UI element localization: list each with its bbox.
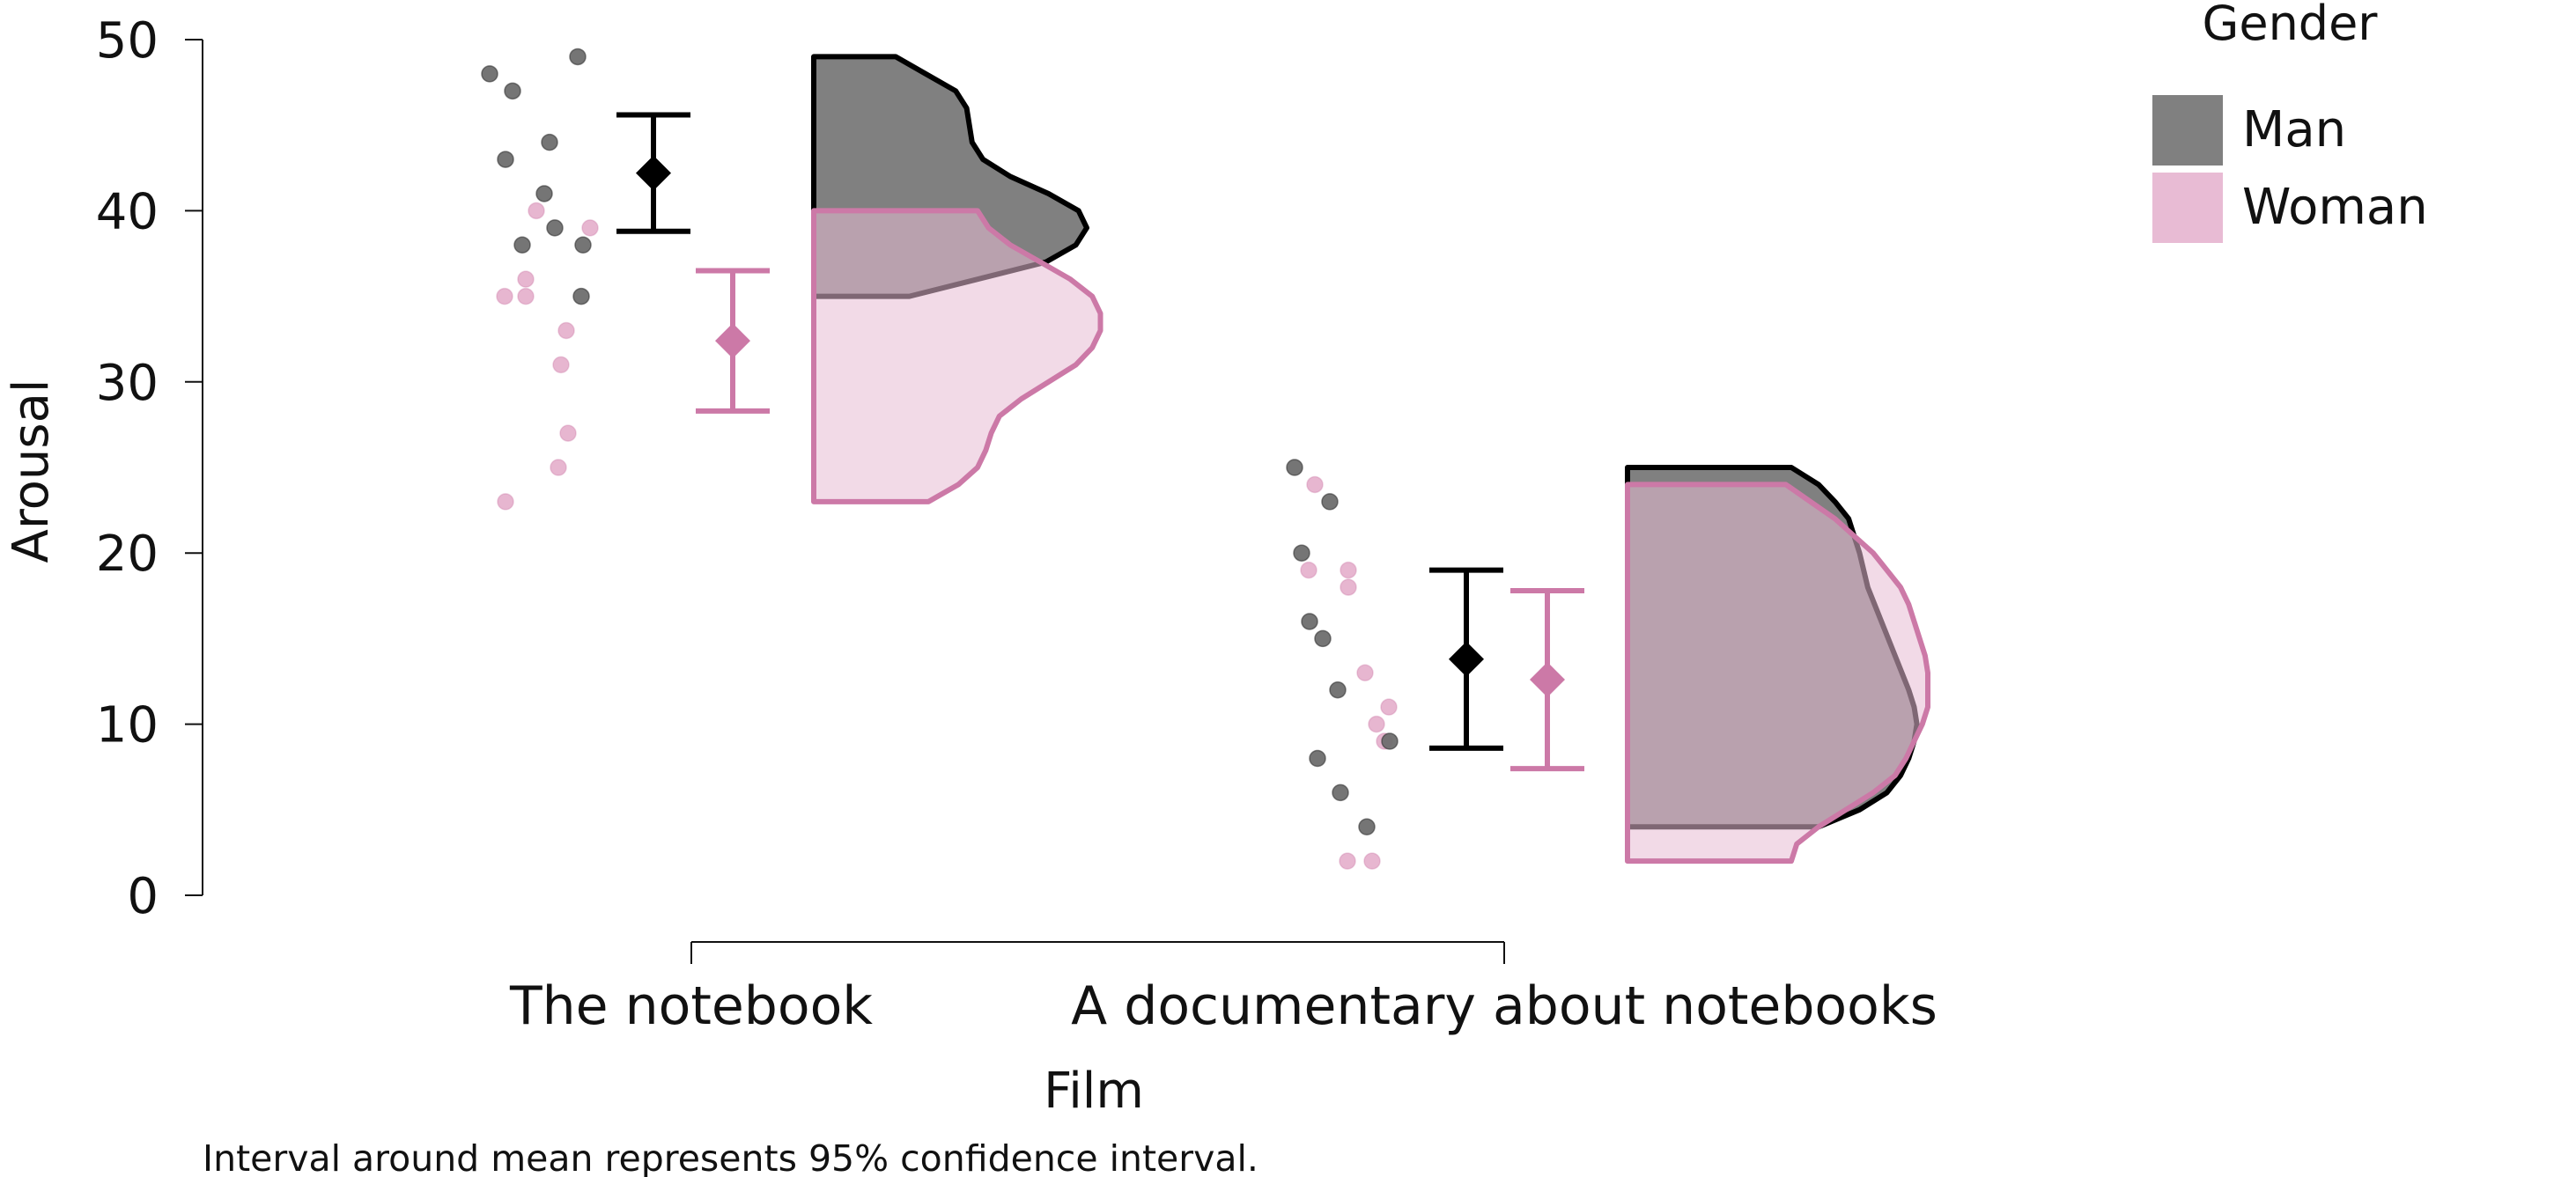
- data-point-man: [1301, 613, 1318, 630]
- data-point-man: [1321, 493, 1339, 511]
- data-point-woman: [497, 493, 514, 511]
- data-point-man: [541, 133, 558, 151]
- x-axis-label: Film: [1044, 1063, 1144, 1120]
- data-point-man: [572, 287, 590, 305]
- legend-swatch-man: [2152, 95, 2223, 166]
- data-point-woman: [1380, 698, 1398, 716]
- data-point-man: [513, 236, 531, 254]
- data-point-woman: [517, 270, 535, 288]
- data-point-man: [1286, 459, 1303, 476]
- data-point-woman: [1339, 852, 1356, 870]
- mean-marker-woman: [1530, 662, 1565, 698]
- data-point-woman: [1363, 852, 1381, 870]
- mean-marker-man: [1449, 641, 1484, 677]
- data-point-woman: [517, 287, 535, 305]
- data-point-woman: [557, 321, 575, 340]
- data-point-man: [1381, 732, 1399, 750]
- data-point-man: [481, 65, 498, 83]
- density-clouds: [811, 54, 1930, 864]
- y-tick-label: 30: [96, 355, 159, 412]
- x-axis: The notebook A documentary about notebook…: [509, 941, 1938, 1037]
- data-point-man: [535, 185, 553, 202]
- data-point-man: [497, 151, 514, 168]
- legend-label-woman: Woman: [2242, 179, 2428, 236]
- legend: Gender Man Woman: [2152, 0, 2428, 243]
- data-point-woman: [1306, 475, 1324, 494]
- data-point-woman: [581, 219, 599, 237]
- legend-swatch-woman: [2152, 173, 2223, 243]
- chart-note: Interval around mean represents 95% conf…: [203, 1137, 1258, 1177]
- data-point-woman: [1300, 561, 1318, 579]
- y-axis-label: Arousal: [3, 379, 60, 563]
- data-point-woman: [496, 287, 513, 305]
- data-points: [481, 48, 1399, 870]
- data-point-man: [1358, 818, 1376, 835]
- legend-title: Gender: [2203, 0, 2379, 51]
- density-cloud-woman: [1625, 482, 1930, 864]
- y-tick-label: 50: [96, 12, 159, 70]
- data-point-woman: [1340, 578, 1357, 596]
- data-point-man: [1293, 544, 1310, 562]
- mean-marker-man: [636, 155, 671, 191]
- data-point-woman: [1340, 561, 1357, 579]
- mean-ci-markers: [616, 112, 1584, 772]
- data-point-man: [546, 219, 564, 237]
- data-point-woman: [550, 459, 567, 476]
- data-point-woman: [559, 424, 577, 442]
- data-point-woman: [1356, 664, 1374, 682]
- data-point-man: [574, 236, 592, 254]
- y-axis: 0 10 20 30 40 50: [96, 12, 203, 925]
- data-point-man: [1329, 680, 1347, 699]
- y-tick-label: 0: [127, 868, 159, 925]
- data-point-woman: [1368, 715, 1385, 733]
- x-tick-label: A documentary about notebooks: [1071, 975, 1938, 1037]
- data-point-man: [1314, 629, 1332, 648]
- y-tick-label: 10: [96, 697, 159, 754]
- density-cloud-woman: [811, 208, 1103, 504]
- legend-label-man: Man: [2242, 101, 2346, 158]
- y-tick-label: 20: [96, 526, 159, 583]
- data-point-man: [1332, 783, 1349, 802]
- y-tick-label: 40: [96, 183, 159, 240]
- x-tick-label: The notebook: [509, 975, 873, 1037]
- data-point-woman: [528, 202, 545, 220]
- data-point-man: [1309, 749, 1326, 768]
- data-point-woman: [552, 356, 570, 374]
- mean-marker-woman: [715, 323, 750, 359]
- data-point-man: [569, 48, 587, 66]
- data-point-man: [504, 82, 521, 100]
